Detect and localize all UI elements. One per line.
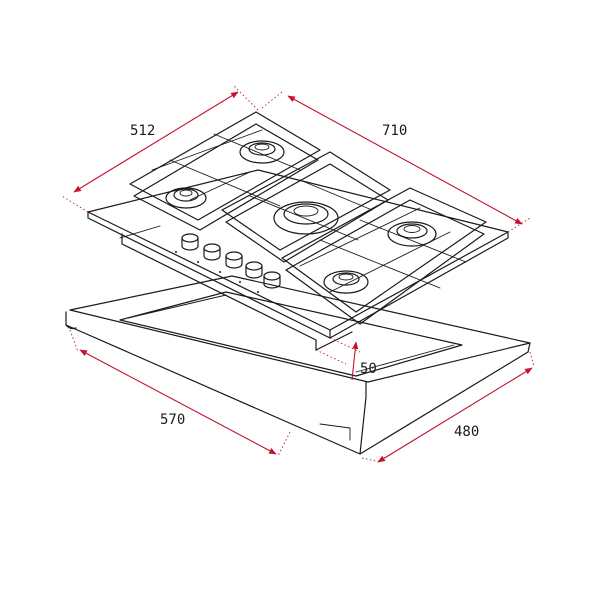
knob-1	[181, 233, 199, 251]
label-570: 570	[160, 412, 185, 428]
burner-front-left	[165, 187, 207, 209]
knob-4	[245, 261, 263, 279]
label-710: 710	[382, 123, 407, 139]
dimension-height-50: 50	[315, 337, 377, 381]
dimension-cutout-570: 570	[69, 329, 291, 457]
knob-3	[225, 251, 243, 269]
burner-center-wok	[273, 201, 339, 235]
pan-support-grids	[129, 111, 487, 325]
label-480: 480	[454, 424, 479, 440]
control-knobs	[175, 233, 281, 293]
burner-back-left	[239, 140, 285, 164]
knob-2	[203, 243, 221, 261]
label-50: 50	[360, 361, 377, 377]
label-512: 512	[130, 123, 155, 139]
knob-markers	[175, 251, 259, 293]
dimension-width-710: 710	[261, 91, 531, 233]
knob-5	[263, 271, 281, 289]
hob-body	[87, 169, 509, 351]
dimension-depth-512: 512	[61, 85, 259, 213]
dimension-cutout-480: 480	[361, 351, 535, 463]
burner-front-right	[323, 270, 369, 294]
